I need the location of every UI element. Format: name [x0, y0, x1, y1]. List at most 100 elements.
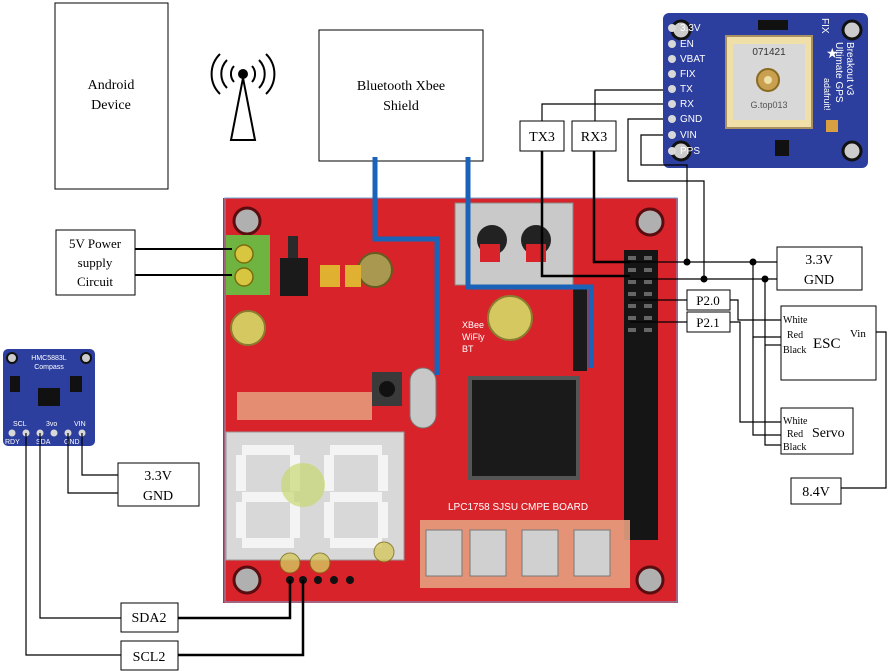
gps-fix-label: FIX: [819, 18, 830, 34]
i2c-wires: [178, 580, 305, 657]
gps-breakout-module: 071421 G.top013 FIX Ultimate GPS Breakou…: [663, 13, 868, 168]
android-label-line: Android: [88, 78, 135, 93]
wireless-signal-icon: [210, 53, 276, 141]
mount-hole-icon: [232, 206, 262, 236]
xbee-label-line: Bluetooth Xbee: [357, 79, 445, 94]
board-xbee-label-line: XBee: [462, 320, 484, 330]
push-button: [425, 529, 463, 577]
esc-white-label: White: [783, 315, 808, 326]
sda2-label-box: SDA2: [120, 602, 179, 633]
gps-brand: adafruit!: [822, 78, 832, 111]
servo-title: Servo: [812, 426, 845, 441]
svg-text:TX3: TX3: [529, 130, 555, 145]
compass-pin-label: SCL: [13, 421, 27, 428]
gps-pin: GND: [668, 114, 702, 125]
power-3v3-gnd-box-right: 3.3V GND: [776, 246, 863, 291]
gps-pin: FIX: [668, 69, 696, 80]
esc-title: ESC: [813, 336, 841, 352]
gps-pin: 3.3V: [668, 23, 701, 34]
mount-hole-icon: [635, 565, 665, 595]
esc-box: White Red Black ESC Vin: [780, 305, 877, 381]
compass-title: HMC5883L: [31, 355, 67, 362]
io-header: [237, 392, 372, 420]
lpc1758-mcu-chip: [468, 376, 580, 480]
power-3v3-gnd-box-left: 3.3V GND: [117, 462, 200, 507]
gps-pin: PPS: [668, 146, 700, 157]
svg-text:3.3V: 3.3V: [144, 469, 172, 484]
gps-pin: EN: [668, 39, 694, 50]
gps-pin: RX: [668, 99, 694, 110]
servo-box: White Red Black Servo: [780, 407, 854, 455]
servo-red-label: Red: [787, 429, 803, 440]
mount-hole-icon: [80, 352, 92, 364]
gps-pin: VIN: [668, 130, 697, 141]
mount-hole-icon: [841, 19, 863, 41]
svg-text:VIN: VIN: [680, 130, 697, 141]
pin-header-right: [624, 250, 658, 540]
svg-text:3.3V: 3.3V: [805, 253, 833, 268]
svg-text:TX: TX: [680, 84, 693, 95]
bluetooth-wires: [372, 157, 594, 375]
rx3-label-box: RX3: [571, 120, 617, 152]
gps-pin: VBAT: [668, 54, 705, 65]
power-label-line: Circuit: [77, 274, 113, 289]
power-label-line: 5V Power: [69, 236, 122, 251]
gps-wires: [541, 89, 705, 279]
compass-pin-label: SDA: [36, 439, 51, 446]
android-label-line: Device: [91, 98, 131, 113]
power-terminal-block: [226, 235, 270, 295]
xbee-socket: [454, 202, 574, 286]
signal-wires: [630, 299, 781, 423]
gps-chip-code: 071421: [752, 47, 786, 58]
svg-text:P2.1: P2.1: [696, 315, 719, 330]
scl2-label-box: SCL2: [120, 640, 179, 671]
bluetooth-xbee-shield-box: Bluetooth Xbee Shield: [318, 29, 484, 162]
gps-title-line: Ultimate GPS: [833, 42, 844, 103]
compass-pin-label: VIN: [74, 421, 86, 428]
capacitor: [357, 252, 393, 288]
regulator-chip: [280, 258, 308, 296]
power-supply-box: 5V Power supply Circuit: [55, 229, 136, 296]
svg-text:PPS: PPS: [680, 146, 700, 157]
gps-title-line: Breakout v3: [844, 42, 855, 96]
power-label-line: supply: [78, 255, 113, 270]
push-button: [469, 529, 507, 577]
svg-text:SDA2: SDA2: [131, 611, 166, 626]
gps-chip-model: G.top013: [750, 100, 787, 110]
svg-text:VBAT: VBAT: [680, 54, 705, 65]
svg-text:RX: RX: [680, 99, 694, 110]
p2-1-label-box: P2.1: [686, 311, 731, 333]
star-logo-icon: ★: [826, 47, 839, 62]
svg-text:EN: EN: [680, 39, 694, 50]
uart-wires: [540, 151, 630, 278]
mount-hole-icon: [635, 207, 665, 237]
svg-text:FIX: FIX: [680, 69, 696, 80]
compass-chip: [38, 388, 60, 406]
board-xbee-label-line: WiFly: [462, 332, 485, 342]
compass-subtitle: Compass: [34, 364, 64, 371]
esc-red-label: Red: [787, 330, 803, 341]
servo-black-label: Black: [783, 442, 806, 453]
mount-hole-icon: [232, 565, 262, 595]
esc-black-label: Black: [783, 345, 806, 356]
xbee-label-line: Shield: [383, 99, 419, 114]
svg-text:8.4V: 8.4V: [802, 485, 830, 500]
svg-text:GND: GND: [680, 114, 702, 125]
gps-pin: TX: [668, 84, 693, 95]
push-button: [521, 529, 559, 577]
svg-text:3.3V: 3.3V: [680, 23, 701, 34]
mount-hole-icon: [841, 140, 863, 162]
compass-module: HMC5883L Compass SCL 3vo VIN RDY SDA GND: [3, 349, 95, 446]
svg-text:P2.0: P2.0: [696, 293, 719, 308]
seven-segment-display: [225, 431, 405, 561]
compass-pin-label: GND: [64, 439, 80, 446]
power-wires: [135, 248, 232, 276]
compass-pin-label: RDY: [5, 439, 20, 446]
push-button: [573, 529, 611, 577]
lpc1758-board: XBee WiFly BT: [223, 197, 678, 603]
esc-vin-label: Vin: [850, 328, 866, 340]
android-device-box: Android Device: [54, 2, 169, 190]
coin-battery: [487, 295, 533, 341]
junction-dots: [683, 258, 769, 283]
